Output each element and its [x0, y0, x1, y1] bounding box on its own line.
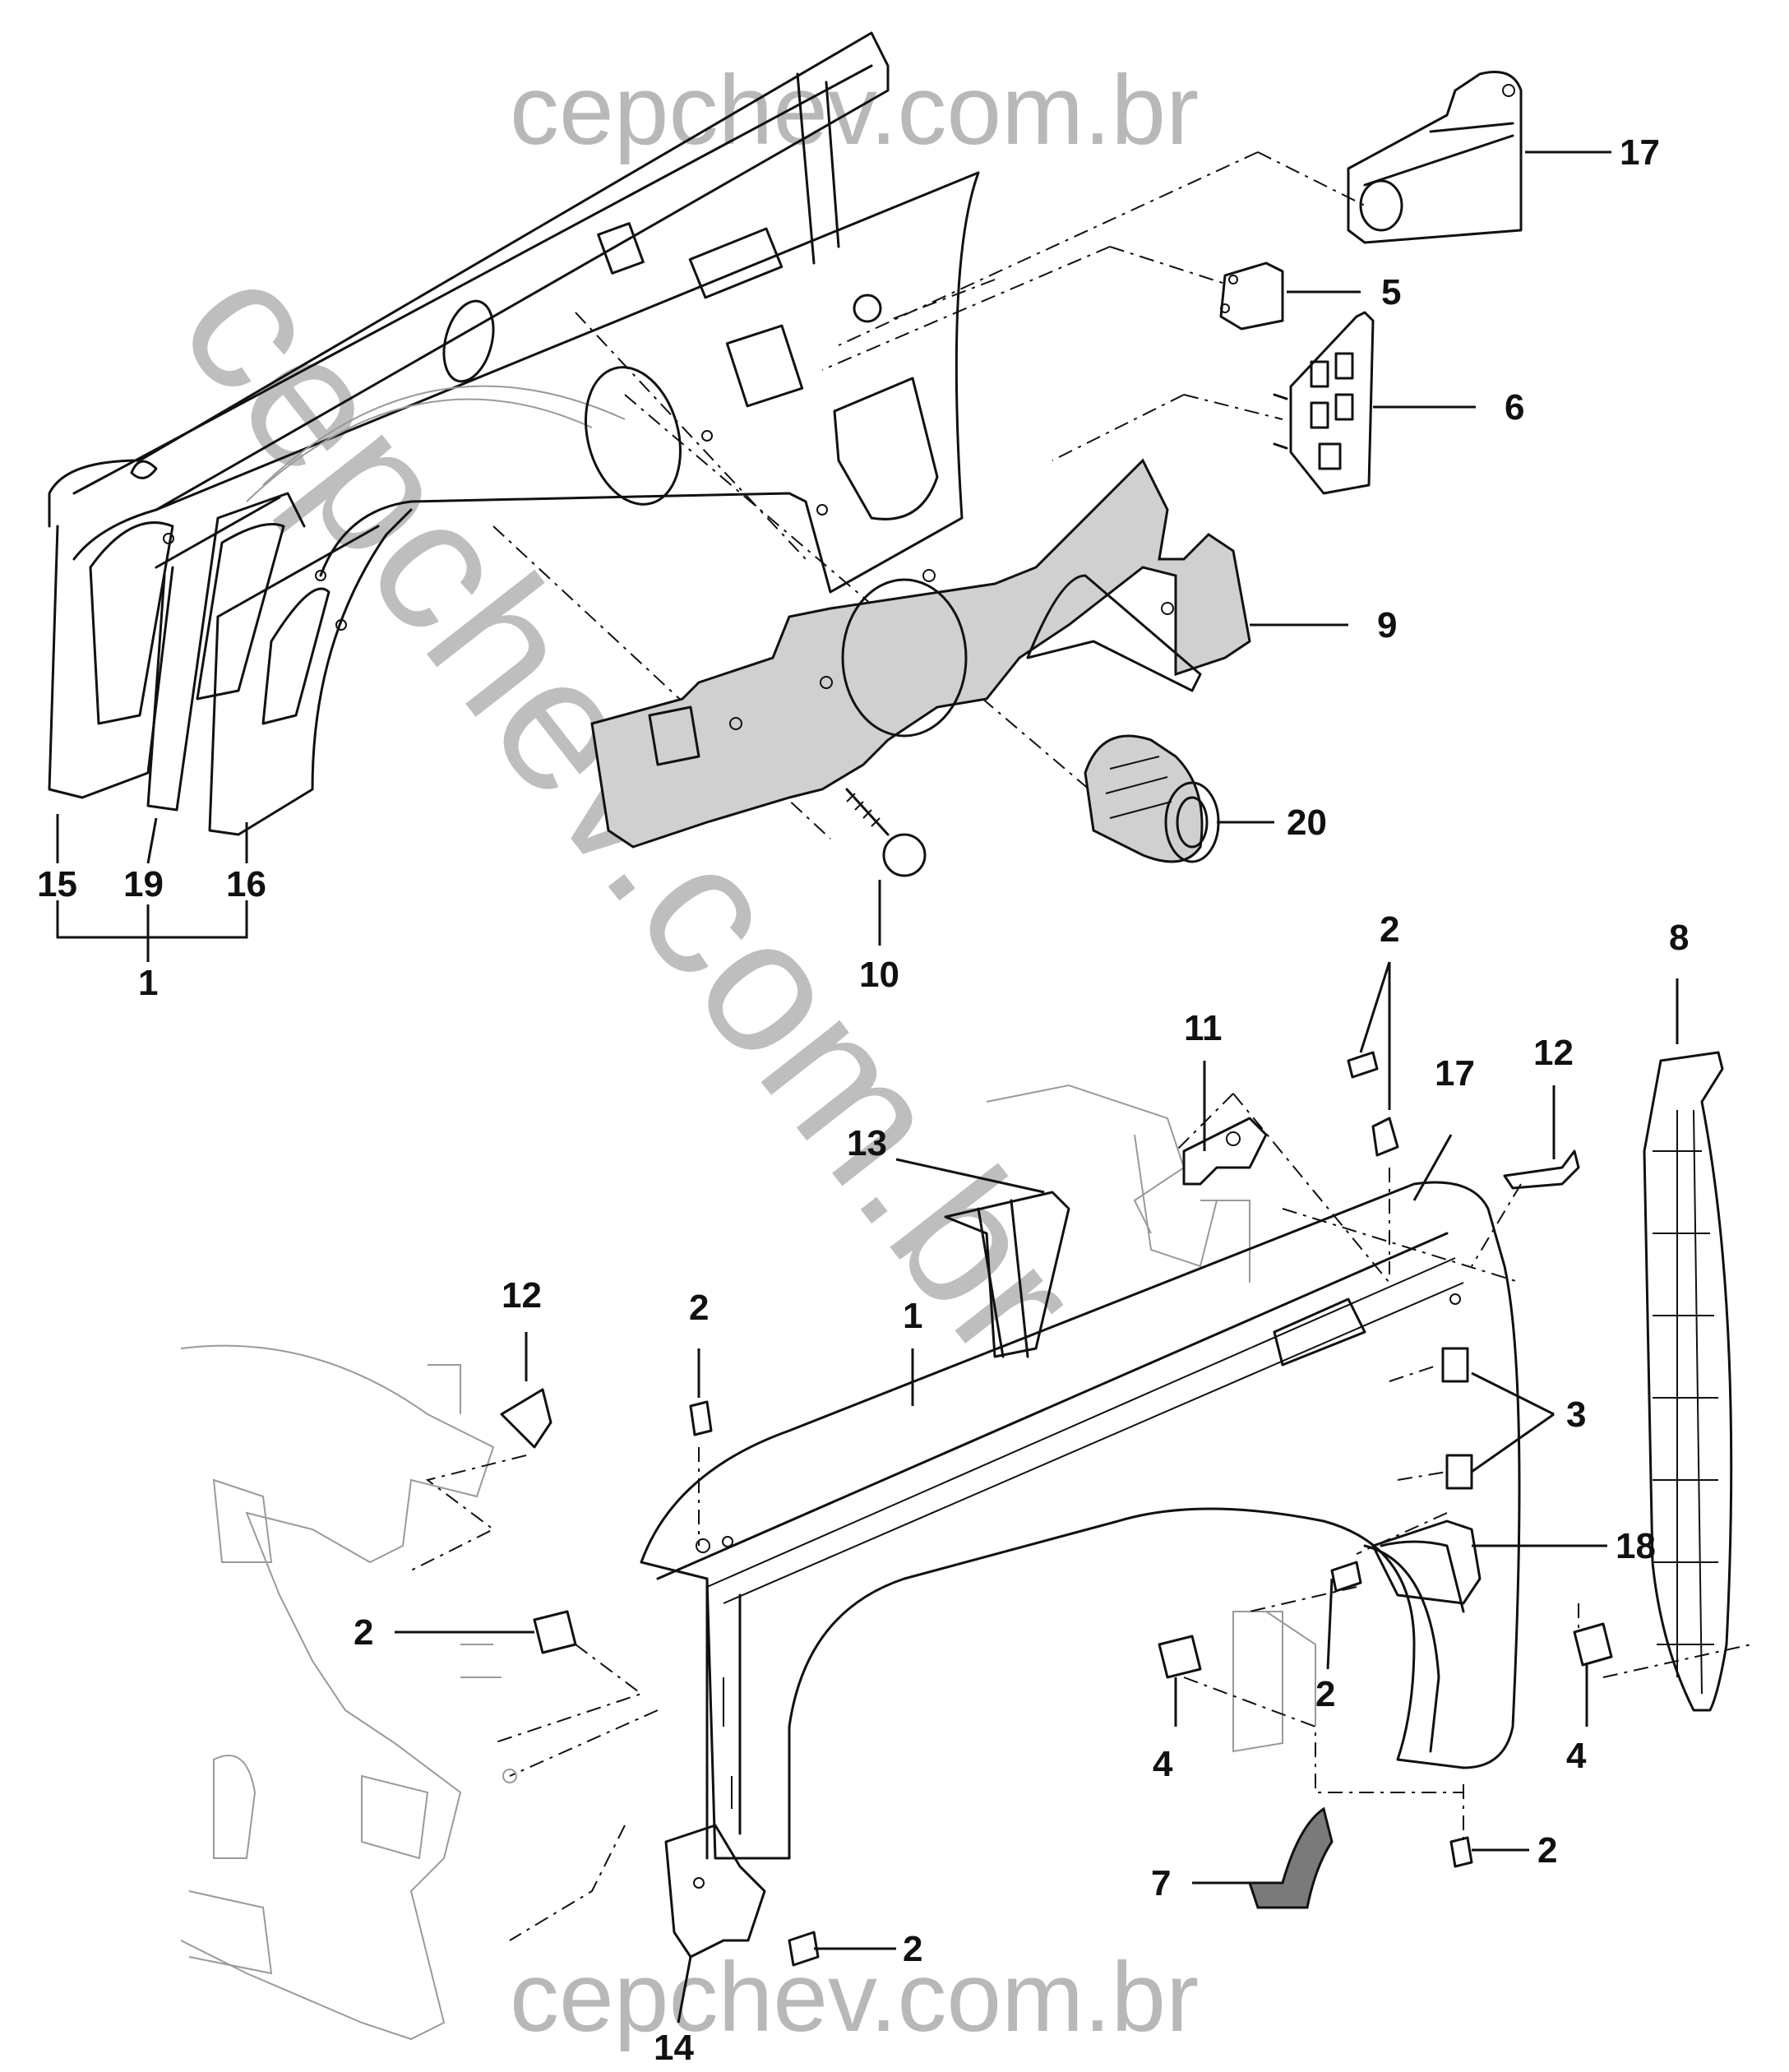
- callout-2-upper: 2: [1380, 909, 1399, 950]
- callout-14: 14: [654, 2028, 694, 2068]
- callout-16: 16: [226, 864, 266, 904]
- part-7-pad: [1247, 1806, 1334, 1909]
- callout-4-left: 4: [1153, 1744, 1173, 1784]
- callout-2-mid: 2: [1315, 1674, 1335, 1714]
- callout-12-right: 12: [1533, 1033, 1574, 1073]
- part-8-seal-strip: [1643, 1051, 1733, 1712]
- callout-11: 11: [1184, 1008, 1223, 1048]
- callout-3: 3: [1566, 1394, 1586, 1435]
- callout-2-bottom: 2: [903, 1929, 922, 1969]
- callout-20: 20: [1287, 802, 1327, 843]
- callout-7: 7: [1151, 1863, 1171, 1903]
- part-14-flap: [664, 1824, 766, 1959]
- part-9-shaded-panel: [590, 458, 1251, 849]
- callout-9: 9: [1377, 605, 1397, 645]
- callout-6: 6: [1505, 387, 1524, 428]
- leaders-lower: [395, 961, 1679, 2023]
- part-11-clip: [1182, 1117, 1268, 1186]
- callout-8: 8: [1669, 918, 1689, 958]
- callout-2-bottom-right: 2: [1537, 1830, 1557, 1871]
- callout-13: 13: [847, 1123, 887, 1163]
- callout-18: 18: [1616, 1526, 1656, 1566]
- part-12-clip-right: [1503, 1149, 1580, 1190]
- part-6-vent-grille: [1273, 311, 1375, 495]
- part-10-screw: [845, 788, 927, 877]
- callout-17-upper: 17: [1620, 132, 1660, 173]
- callout-17-lower: 17: [1435, 1053, 1475, 1094]
- part-17-bracket-upper: [1347, 71, 1523, 244]
- group-1-bracket: [56, 814, 248, 962]
- inner-wheelhouse-panel: [48, 31, 980, 836]
- callout-labels: 17 5 6 9 20 10 15 19 16 1 8 2 11 17 12 1…: [37, 132, 1689, 2068]
- part-13-brace: [944, 1191, 1070, 1358]
- part-3-clips: [1441, 1347, 1473, 1490]
- callout-1-group: 1: [138, 963, 158, 1003]
- leaders-upper: [878, 150, 1611, 946]
- part-20-grommet: [1084, 734, 1220, 863]
- part-18-bracket: [1371, 1519, 1482, 1605]
- ghost-engine-bay: [986, 1084, 1316, 1753]
- callout-5: 5: [1381, 272, 1401, 312]
- assembly-lines-lower: [410, 1093, 1752, 1941]
- callout-1-fender: 1: [903, 1296, 922, 1336]
- assembly-lines-upper: [492, 151, 1366, 839]
- callout-2-left-top: 2: [689, 1288, 709, 1328]
- part-4-nuts: [1158, 1622, 1613, 1679]
- callout-19: 19: [123, 864, 164, 904]
- part-12-clip-left: [500, 1388, 552, 1449]
- callout-15: 15: [37, 864, 77, 904]
- ghost-vehicle-body: [180, 1344, 517, 2041]
- watermark-bottom: cepchev.com.br: [510, 1942, 1199, 2052]
- callout-10: 10: [859, 955, 899, 995]
- front-fender: [640, 1181, 1521, 1860]
- callout-12-left: 12: [502, 1275, 542, 1316]
- callout-2-left: 2: [354, 1612, 373, 1653]
- part-5-cap: [1219, 261, 1284, 331]
- callout-4-right: 4: [1566, 1736, 1587, 1776]
